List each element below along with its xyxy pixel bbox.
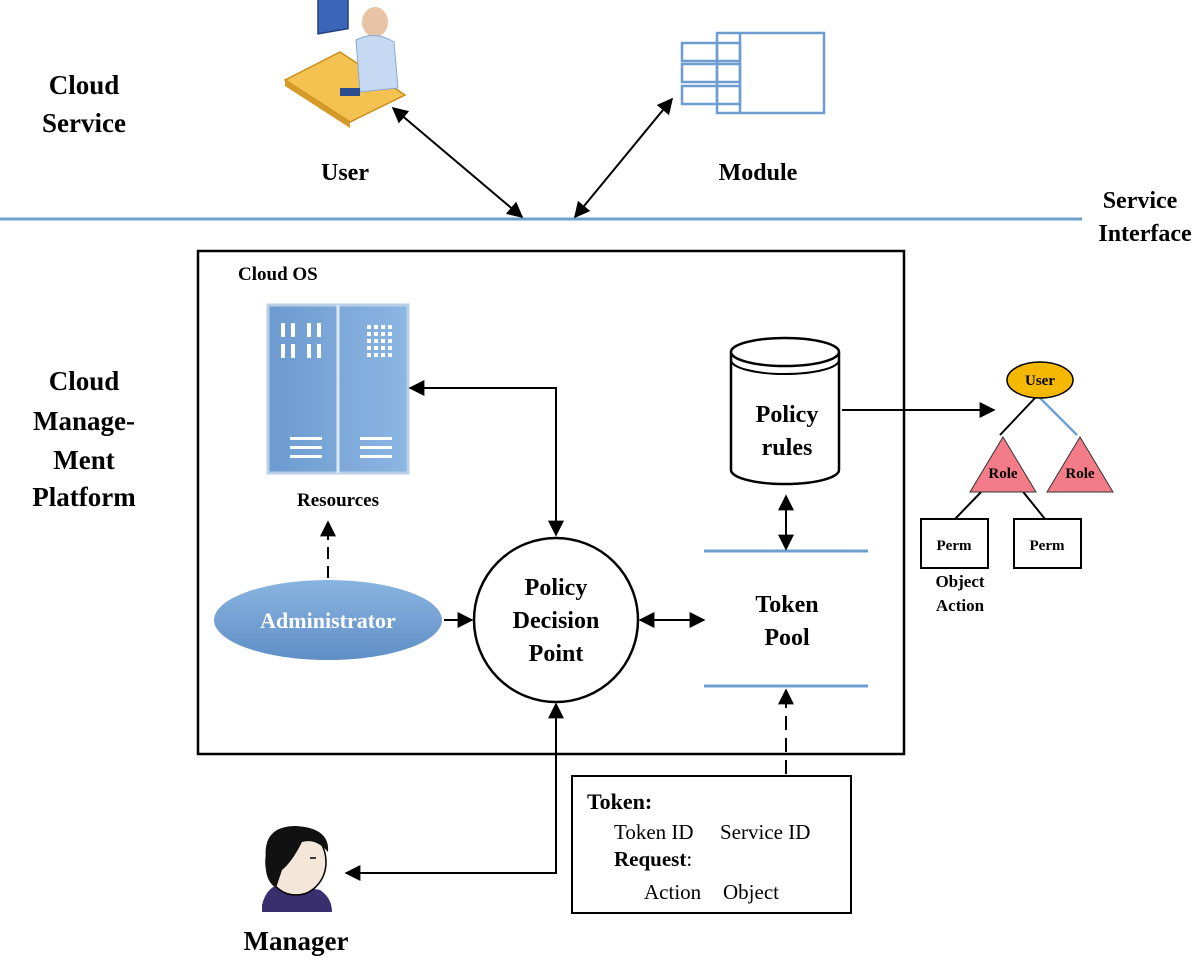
resources-pdp-arrow [408, 380, 564, 537]
svg-text:Object: Object [935, 572, 984, 591]
svg-text:Cloud: Cloud [49, 70, 120, 100]
svg-text:Role: Role [1065, 466, 1095, 482]
svg-text:Interface: Interface [1098, 221, 1192, 247]
svg-text:Service ID: Service ID [720, 820, 810, 844]
svg-text:Administrator: Administrator [260, 608, 396, 633]
resources-label: Resources [297, 490, 379, 511]
server-rack-icon [266, 303, 410, 475]
svg-text:Ment: Ment [53, 445, 114, 475]
svg-text:Token: Token [755, 592, 818, 618]
module-component-icon [680, 31, 826, 115]
token-pool: Token Pool [704, 549, 868, 688]
cloud-os-title: Cloud OS [238, 264, 318, 285]
svg-text:Manage-: Manage- [33, 406, 135, 436]
user-at-desk-icon [283, 0, 407, 128]
policy-rules-label-2: rules [762, 435, 813, 461]
svg-text:Request:: Request: [614, 847, 692, 871]
svg-text:Object: Object [723, 880, 779, 904]
cloud-service-label: Cloud Service [42, 70, 126, 138]
manager-pdp-arrow [344, 702, 564, 881]
svg-text:Role: Role [988, 466, 1018, 482]
manager-person-icon [262, 826, 332, 912]
svg-text:Decision: Decision [513, 608, 600, 634]
policy-decision-point: Policy Decision Point [472, 536, 640, 704]
svg-text:Service: Service [42, 108, 126, 138]
token-box: Token: Token ID Service ID Request: Acti… [571, 775, 852, 914]
policy-rules-label: Policy [756, 402, 819, 428]
manager-label: Manager [244, 926, 349, 956]
administrator-node: Administrator [214, 580, 442, 660]
role-tree: User Role Role Perm Perm Object Action [920, 361, 1114, 615]
svg-text:User: User [1025, 373, 1055, 389]
service-interface-label: Service Interface [1098, 188, 1192, 247]
svg-text:Pool: Pool [764, 625, 810, 651]
svg-text:Platform: Platform [32, 482, 136, 512]
svg-text:Token:: Token: [587, 789, 652, 814]
svg-text:Policy: Policy [525, 575, 588, 601]
svg-text:Service: Service [1103, 188, 1178, 214]
svg-text:Perm: Perm [937, 538, 972, 554]
cloud-management-label: Cloud Manage- Ment Platform [32, 366, 136, 512]
svg-text:Perm: Perm [1030, 538, 1065, 554]
svg-text:Action: Action [936, 596, 985, 615]
user-interface-arrow [391, 106, 524, 219]
module-interface-arrow [573, 97, 674, 219]
svg-text:Cloud: Cloud [49, 366, 120, 396]
svg-text:Point: Point [529, 641, 584, 667]
database-cylinder-icon [729, 336, 841, 486]
svg-text:Action: Action [644, 880, 702, 904]
module-label: Module [719, 160, 798, 186]
user-label: User [321, 160, 369, 186]
svg-text:Token ID: Token ID [614, 820, 694, 844]
